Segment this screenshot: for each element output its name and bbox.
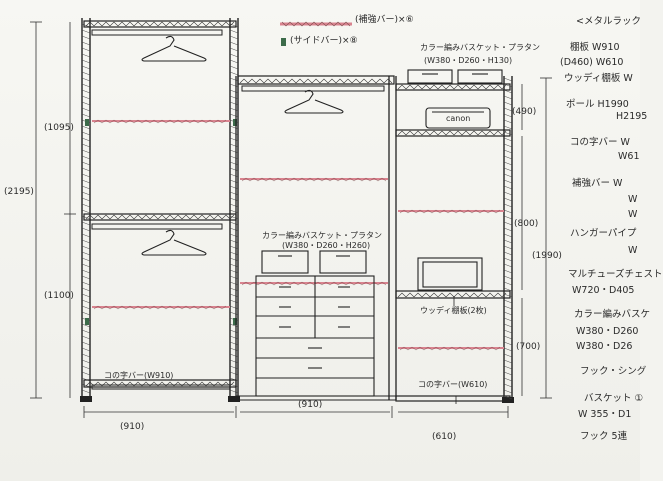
bar-left-label: コの字バー(W910) (104, 371, 174, 380)
dimension-lines (30, 21, 552, 418)
spec-line: W61 (618, 151, 640, 162)
spec-line: 補強バー W (572, 178, 623, 189)
spec-line: カラー編みバスケ (574, 309, 651, 320)
dim-left-upper: (1095) (44, 123, 74, 133)
spec-line: マルチューズチェスト (568, 269, 663, 280)
spec-line: W (628, 194, 638, 205)
spec-line: 棚板 W910 (570, 42, 620, 53)
spec-line: (D460) W610 (560, 57, 624, 68)
dim-bottom-left: (910) (120, 422, 145, 432)
spec-line: ハンガーパイプ (570, 228, 637, 239)
wood-shelf-label: ウッディ棚板(2枚) (420, 306, 487, 315)
spec-line: コの字バー W (570, 137, 630, 148)
left-rack (80, 18, 240, 402)
basket-middle-label: カラー編みバスケット・プラタン (262, 231, 382, 240)
dim-left-total: (2195) (4, 187, 34, 197)
spec-line: W (628, 245, 638, 256)
spec-line: フック・シング (580, 366, 647, 377)
spec-line: バスケット ① (584, 393, 644, 404)
spec-line: W (628, 209, 638, 220)
spec-line: ポール H1990 (566, 99, 629, 110)
legend-side-bar: (サイドバー)×⑧ (290, 36, 358, 46)
bar-right-label: コの字バー(W610) (418, 380, 488, 389)
spec-line: W 355・D1 (578, 409, 632, 420)
shelf-sketch (30, 18, 552, 418)
spec-line: W380・D26 (576, 341, 633, 352)
basket-middle-size: (W380・D260・H260) (282, 241, 371, 250)
legend-reinforce-bar: (補強バー)×⑥ (355, 15, 414, 25)
spec-line: ウッディ棚板 W (564, 73, 633, 84)
basket-right-label: カラー編みバスケット・プラタン (420, 43, 540, 52)
dim-bottom-right: (610) (432, 432, 457, 442)
shelf-wire-pattern (85, 21, 507, 387)
printer-label: canon (446, 114, 471, 123)
spec-line: W720・D405 (572, 285, 635, 296)
spec-line: フック 5連 (580, 431, 628, 442)
basket-right-size: (W380・D260・H130) (424, 56, 513, 65)
spec-line: W380・D260 (576, 326, 639, 337)
spec-line: <メタルラック (576, 16, 641, 27)
spec-line: H2195 (616, 111, 648, 122)
dim-right-490: (490) (512, 107, 537, 117)
dim-right-1990: (1990) (532, 251, 562, 261)
dim-left-lower: (1100) (44, 291, 74, 301)
dim-bottom-middle: (910) (298, 400, 323, 410)
dim-right-800: (800) (514, 219, 539, 229)
spec-list: <メタルラック 棚板 W910 (D460) W610 ウッディ棚板 W ポール… (558, 0, 663, 481)
legend-swatches (280, 21, 352, 46)
dim-right-700: (700) (516, 342, 541, 352)
